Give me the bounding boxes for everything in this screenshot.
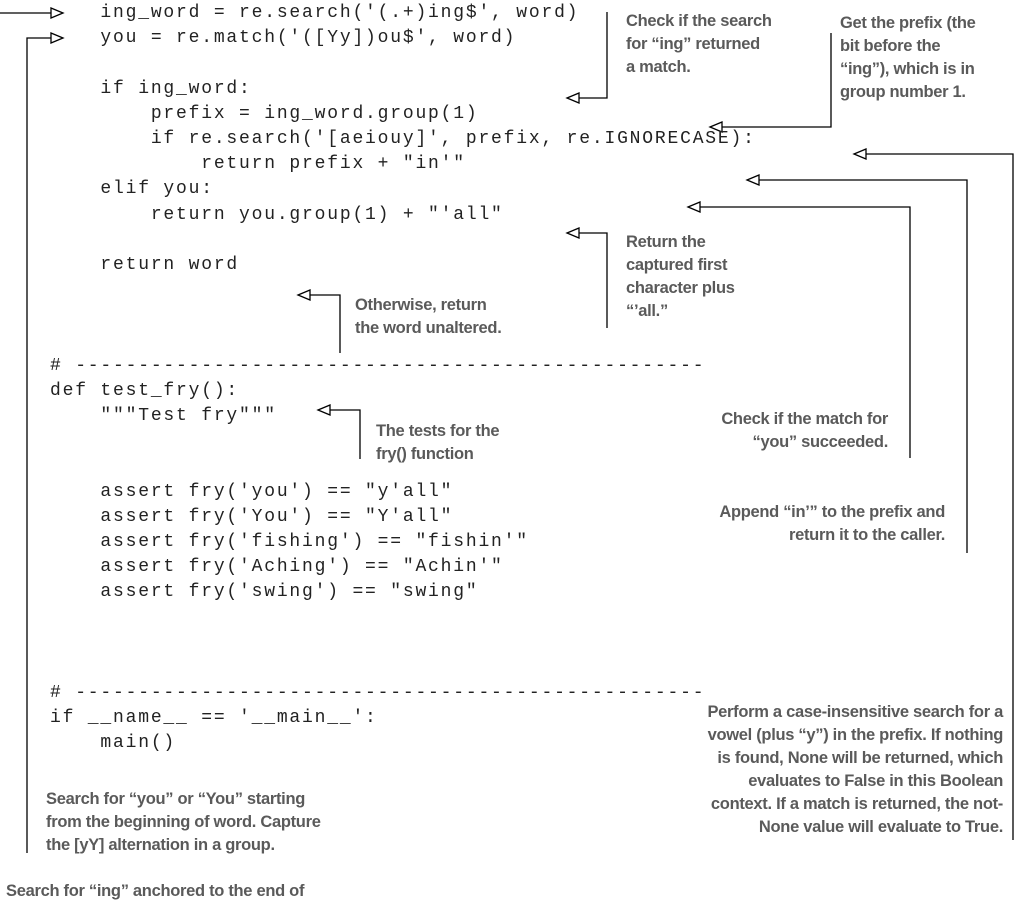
annotation-search-you: Search for “you” or “You” starting from … [46, 788, 321, 857]
callout-search-ing [0, 7, 65, 19]
annotation-perform-search: Perform a case-insensitive search for a … [707, 701, 1003, 839]
code-line: you = re.match('([Yy])ou$', word) [50, 28, 517, 49]
annotation-line: None value will evaluate to True. [758, 818, 1003, 836]
code-line: if re.search('[aeiouy]', prefix, re.IGNO… [50, 128, 756, 149]
arrow-left-icon [296, 289, 311, 301]
arrow-left-icon [708, 121, 723, 133]
callout-line [579, 232, 608, 328]
annotation-line: Return the [626, 233, 706, 251]
callout-line [722, 33, 832, 128]
arrow-right-icon [50, 32, 65, 44]
code-line: prefix = ing_word.group(1) [50, 103, 479, 124]
annotation-line: Check if the search [626, 12, 772, 30]
callout-get-prefix [708, 33, 832, 133]
annotation-line: from the beginning of word. Capture [46, 813, 321, 831]
annotation-search-ing: Search for “ing” anchored to the end of [6, 880, 304, 903]
callout-line [579, 12, 608, 99]
arrow-right-icon [50, 7, 65, 19]
annotation-otherwise: Otherwise, return the word unaltered. [355, 294, 502, 340]
code-line: return prefix + "in'" [50, 154, 466, 175]
arrow-left-icon [565, 227, 580, 239]
callout-check-you [686, 201, 911, 458]
annotation-line: “’all.” [626, 302, 668, 320]
code-line: if __name__ == '__main__': [50, 708, 378, 729]
annotation-tests: The tests for the fry() function [376, 420, 500, 466]
code-line: # --------------------------------------… [50, 355, 706, 376]
annotation-line: return it to the caller. [788, 526, 945, 544]
annotation-line: the word unaltered. [355, 319, 502, 337]
annotation-line: Search for “you” or “You” starting [46, 790, 306, 808]
callout-line [700, 206, 911, 458]
annotation-append-in: Append “in’” to the prefix and return it… [719, 501, 945, 547]
annotation-line: The tests for the [376, 422, 500, 440]
code-line: assert fry('You') == "Y'all" [50, 506, 454, 527]
annotation-line: character plus [626, 279, 735, 297]
code-line: assert fry('Aching') == "Achin'" [50, 557, 504, 578]
annotation-line: for “ing” returned [626, 35, 760, 53]
annotation-check-you: Check if the match for “you” succeeded. [721, 408, 888, 454]
callout-tests [316, 404, 361, 459]
code-line: if ing_word: [50, 78, 252, 99]
callout-line [866, 153, 1014, 840]
arrow-left-icon [852, 148, 867, 160]
annotation-line: Perform a case-insensitive search for a [707, 703, 1003, 721]
code-line: return you.group(1) + "'all" [50, 204, 504, 225]
code-line: assert fry('you') == "y'all" [50, 481, 454, 502]
annotation-line: “you” succeeded. [752, 433, 889, 451]
callout-search-you [26, 32, 65, 853]
annotation-get-prefix: Get the prefix (the bit before the “ing”… [840, 12, 976, 104]
arrow-left-icon [745, 174, 760, 186]
annotation-line: a match. [626, 58, 691, 76]
code-line: assert fry('swing') == "swing" [50, 582, 479, 603]
annotation-line: captured first [626, 256, 728, 274]
callout-line [310, 294, 341, 353]
code-line: elif you: [50, 179, 214, 200]
annotation-line: Otherwise, return [355, 296, 487, 314]
annotation-line: is found, None will be returned, which [717, 749, 1003, 767]
callout-line [26, 37, 51, 853]
annotation-check-search: Check if the search for “ing” returned a… [626, 10, 772, 79]
code-line: ing_word = re.search('(.+)ing$', word) [50, 3, 580, 23]
code-line: # --------------------------------------… [50, 683, 706, 704]
callout-perform-search [852, 148, 1014, 840]
code-line: def test_fry(): [50, 380, 240, 401]
annotation-line: Append “in’” to the prefix and [719, 503, 945, 521]
callout-return-captured [565, 227, 608, 328]
annotation-line: bit before the [840, 37, 941, 55]
annotation-line: vowel (plus “y”) in the prefix. If nothi… [707, 726, 1004, 744]
annotation-line: Search for “ing” anchored to the end of [6, 882, 305, 900]
callout-line [759, 179, 968, 553]
annotation-line: evaluates to False in this Boolean [748, 772, 1003, 790]
annotation-line: Get the prefix (the [840, 14, 976, 32]
annotation-line: group number 1. [840, 83, 966, 101]
arrow-left-icon [686, 201, 701, 213]
annotation-line: fry() function [376, 445, 474, 463]
annotation-line: context. If a match is returned, the not… [710, 795, 1003, 813]
code-line: main() [50, 733, 177, 754]
callout-line [330, 409, 361, 459]
code-line: assert fry('fishing') == "fishin'" [50, 531, 529, 552]
code-line: return word [50, 254, 240, 275]
code-line: """Test fry""" [50, 406, 277, 426]
code-listing: ing_word = re.search('(.+)ing$', word) y… [50, 1, 756, 757]
annotation-return-captured: Return the captured first character plus… [626, 231, 735, 323]
callout-otherwise [296, 289, 341, 353]
callout-check-search [565, 12, 608, 104]
annotation-line: “ing”), which is in [840, 60, 975, 78]
arrow-left-icon [565, 92, 580, 104]
arrow-left-icon [316, 404, 331, 416]
annotation-line: the [yY] alternation in a group. [46, 836, 275, 854]
annotation-line: Check if the match for [721, 410, 888, 428]
callout-append-in [745, 174, 968, 553]
